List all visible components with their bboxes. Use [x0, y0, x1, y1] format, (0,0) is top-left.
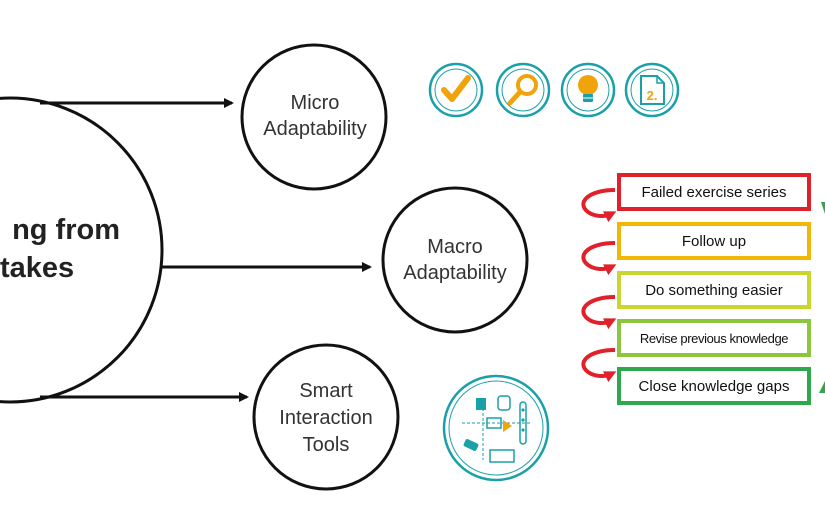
lightbulb-icon — [560, 62, 616, 118]
main-concept-text: ng from takes — [0, 211, 120, 287]
micro-label-line-2: Adaptability — [263, 118, 367, 140]
step-follow-up: Follow up — [617, 222, 811, 260]
loop-arrow-3 — [581, 295, 617, 330]
tools-label-line-2: Interaction — [279, 406, 373, 429]
tools-label-line-3: Tools — [302, 433, 350, 456]
step-failed-exercise-series: Failed exercise series — [617, 173, 811, 211]
macro-adaptability-circle — [381, 186, 529, 334]
smart-tools-circle — [252, 343, 400, 491]
macro-label-line-2: Adaptability — [403, 262, 507, 284]
edge-mark-bottom — [819, 381, 825, 393]
main-concept-circle — [0, 96, 164, 404]
smart-tools-label: Smart Interaction Tools — [260, 376, 392, 460]
step-close-knowledge-gaps: Close knowledge gaps — [617, 367, 811, 405]
check-icon — [428, 62, 484, 118]
tools-icon — [442, 374, 550, 482]
loop-arrow-4 — [581, 348, 617, 383]
main-concept-line-1: ng from — [12, 214, 120, 246]
main-concept-line-2: takes — [0, 252, 75, 284]
macro-label-line-1: Macro — [427, 236, 483, 258]
tools-label-line-1: Smart — [299, 379, 353, 402]
loop-arrow-2 — [581, 241, 617, 276]
micro-adaptability-label: Micro Adaptability — [250, 78, 380, 154]
step-revise-previous-knowledge: Revise previous knowledge — [617, 319, 811, 357]
micro-label-line-1: Micro — [290, 92, 340, 114]
numbered-document-icon — [624, 62, 680, 118]
magnifier-icon — [495, 62, 551, 118]
numbered-document-label: 2. — [647, 88, 658, 103]
macro-adaptability-label: Macro Adaptability — [390, 222, 520, 298]
edge-mark-top — [821, 202, 825, 214]
micro-adaptability-circle — [240, 43, 388, 191]
step-do-something-easier: Do something easier — [617, 271, 811, 309]
loop-arrow-1 — [581, 188, 617, 223]
